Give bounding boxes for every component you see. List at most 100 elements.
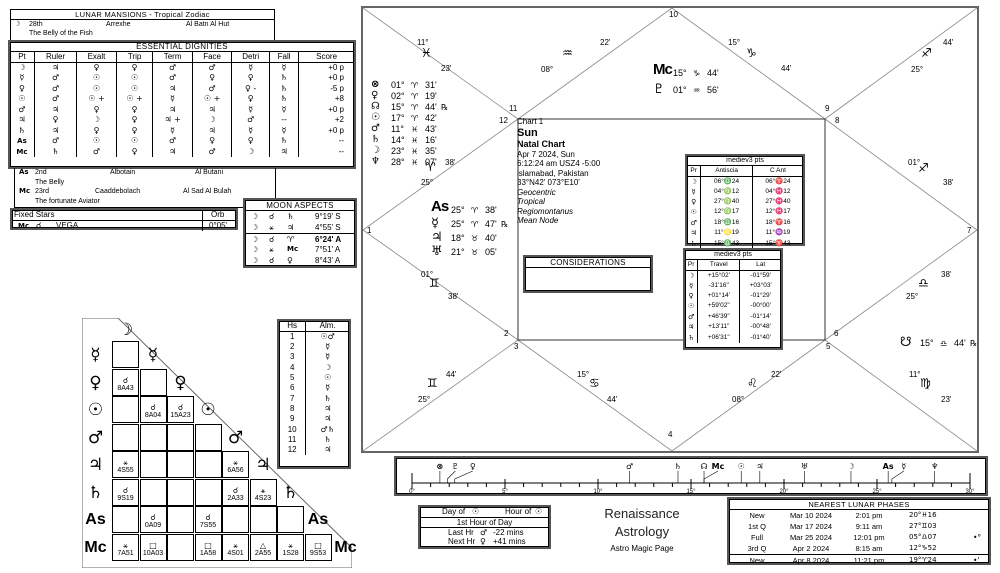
dignity-cell: ☿ xyxy=(231,104,270,115)
dignity-cell: ♄ xyxy=(34,146,78,157)
planet-minute: 19' xyxy=(425,91,437,101)
chart-type: Natal Chart xyxy=(517,138,566,149)
planet-icon: ♄ xyxy=(10,125,35,136)
house-line xyxy=(517,339,673,451)
phase-date: Apr 8 2024 xyxy=(792,556,830,565)
aspect-cell xyxy=(167,533,194,561)
house-number: 11 xyxy=(509,104,518,113)
planet-minute: 38' xyxy=(485,205,497,215)
aspect-icon: ⚹ xyxy=(123,540,128,550)
aspect-orb: 8°43' A xyxy=(315,256,341,265)
almuten-icon: ☉♂ xyxy=(320,332,335,341)
ruler-marker-icon: ♄ xyxy=(674,462,681,471)
last-hour-row: Last Hr ♂ -22 mins xyxy=(420,528,549,539)
aspect-icon: □ xyxy=(314,540,322,550)
planet-minute: 05' xyxy=(485,247,497,257)
house-number: 10 xyxy=(669,10,678,19)
planet-sign-icon: ♉ xyxy=(471,248,479,257)
value-cell: +01°14' xyxy=(697,290,741,302)
aspect-cell xyxy=(249,478,277,506)
mc-icon: Mc xyxy=(19,187,31,195)
dignity-row: ☽♃♀♀♂♂☿☿+0 p xyxy=(10,62,354,73)
dignity-cell: ♃ xyxy=(152,104,193,115)
ruler-marker-icon: ☊ xyxy=(700,462,707,471)
house-line xyxy=(363,229,519,341)
conjunction-icon: ☌ xyxy=(36,220,42,230)
phase-time: 8:15 am xyxy=(855,544,883,553)
planet-minute: 16' xyxy=(425,135,437,145)
value-cell: 06°♈24 xyxy=(765,177,791,185)
planet-icon: ☋ xyxy=(900,335,912,350)
cusp-degree: 15° xyxy=(577,370,590,379)
aspect-cell xyxy=(112,423,139,451)
house-row: 10♂♄ xyxy=(279,424,349,435)
dignity-cell: ♃ xyxy=(34,104,78,115)
asc-mansion-row: As 2nd Albotain Al Butani xyxy=(15,168,275,178)
aspect-value: 10A03 xyxy=(142,549,164,557)
retrograde-icon: ℞ xyxy=(970,339,978,348)
house-number: 9 xyxy=(279,414,307,425)
grid-diagonal-icon: ♄ xyxy=(282,482,299,503)
dignity-cell: ♀ xyxy=(192,73,233,84)
retrograde-icon: ℞ xyxy=(501,220,509,229)
dignity-header-face: Face xyxy=(192,52,233,63)
moon-icon: ☽ xyxy=(251,223,259,232)
marker-leader xyxy=(703,470,719,483)
table-row: ♀+01°14'-01°29' xyxy=(685,290,781,302)
aspect-cell xyxy=(112,341,139,368)
column-header: Travel xyxy=(697,260,741,271)
planet-icon: ♂ xyxy=(371,123,380,134)
setting-geocentric: Geocentric xyxy=(517,187,556,197)
value-cell: 06°♎24 xyxy=(700,176,753,187)
dignity-header-detri: Detri xyxy=(231,52,270,63)
ruler-marker-icon: ♃ xyxy=(756,462,763,471)
house-line xyxy=(517,8,673,120)
phase-date: Apr 2 2024 xyxy=(792,544,830,553)
brand-line-1[interactable]: Renaissance xyxy=(604,506,680,521)
dignity-cell: +0 p xyxy=(328,104,344,114)
aspect-cell xyxy=(194,451,222,478)
cusp-degree: 25° xyxy=(418,395,431,404)
mc-icon: Mc xyxy=(18,221,30,230)
dignity-cell: ♃ xyxy=(152,146,193,157)
house-line xyxy=(671,339,826,451)
aspect-cell xyxy=(249,506,277,533)
dignity-cell: -- xyxy=(269,115,300,126)
cusp-degree: 08° xyxy=(732,395,745,404)
ruler-marker-icon: ⊗ xyxy=(437,462,444,471)
mansion-name: Caaddebolach xyxy=(95,188,141,195)
dignity-cell: ♂ xyxy=(192,146,233,157)
planet-icon: ☽ xyxy=(10,62,35,73)
dignity-cell: ♂ xyxy=(34,94,78,105)
aspect-cell: ☌0A09 xyxy=(140,506,167,533)
moon-aspect-row: ☽⚹♃4°55' S xyxy=(245,222,355,233)
mansion-meaning: The fortunate Aviator xyxy=(35,197,100,205)
lunar-mansions-panel: LUNAR MANSIONS - Tropical Zodiac ☽ 28th … xyxy=(10,9,275,45)
astro-magic-link[interactable]: Astro Magic Page xyxy=(610,544,674,553)
planet-icon: ♃ xyxy=(687,228,702,239)
aspect-icon: ☌ xyxy=(232,485,239,495)
dignity-cell: -- xyxy=(338,136,344,146)
brand-line-2[interactable]: Astrology xyxy=(614,524,670,539)
planet-icon: ☽ xyxy=(371,145,380,156)
house-number: 1 xyxy=(279,331,307,342)
star-name: VEGA xyxy=(56,220,79,230)
cusp-degree: 08° xyxy=(541,65,554,74)
aspect-cell: ⚹4S01 xyxy=(222,534,249,561)
planet-minute: 47' xyxy=(485,219,497,229)
ruler-marker-icon: ♂ xyxy=(626,462,633,471)
mansion-arabic: Al Sad Al Bulah xyxy=(183,188,232,195)
planet-degree: 23° xyxy=(391,146,405,156)
planet-sign-icon: ♓ xyxy=(411,125,419,134)
house-number: 2 xyxy=(504,329,509,338)
dignity-row: ☉♂☉ +☉ +☿☉ +♀♄+8 xyxy=(10,94,354,105)
cusp-minute: 23' xyxy=(941,395,952,404)
planet-icon: ☿ xyxy=(431,216,439,231)
dignity-cell: ♀ xyxy=(76,62,117,73)
aspect-cell xyxy=(139,533,167,561)
